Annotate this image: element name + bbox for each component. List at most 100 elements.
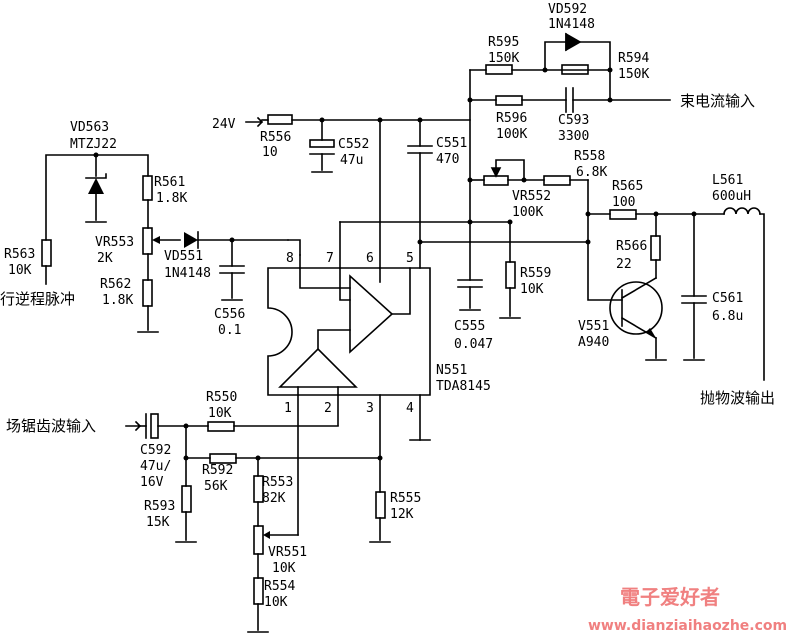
- r556: [267, 114, 293, 125]
- r562-value: 1.8K: [102, 293, 133, 308]
- c593-ref: C593: [558, 113, 589, 128]
- vd551-value: 1N4148: [164, 266, 211, 281]
- v24-label: 24V: [212, 117, 236, 132]
- sawtooth-input-label: 场锯齿波输入: [6, 417, 96, 435]
- l561: [723, 207, 761, 215]
- r595: [485, 64, 513, 75]
- r595-ref: R595: [488, 35, 519, 50]
- r561-ref: R561: [154, 175, 185, 190]
- r555: [375, 491, 386, 519]
- pin-6-label: 6: [366, 251, 374, 266]
- n551-value: TDA8145: [436, 379, 491, 394]
- r596-ref: R596: [496, 111, 527, 126]
- c556-value: 0.1: [218, 323, 241, 338]
- r554: [253, 577, 264, 605]
- r566-value: 22: [616, 257, 632, 272]
- output-stage: R565 100 R566 22 V551 A940 C561 6.8u L56…: [578, 173, 775, 407]
- opamp-upper: [349, 274, 394, 354]
- r594-value: 150K: [618, 67, 649, 82]
- parabola-output-label: 抛物波输出: [700, 389, 775, 407]
- r550-value: 10K: [208, 406, 232, 421]
- c551-ref: C551: [436, 136, 467, 151]
- vd563-value: MTZJ22: [70, 137, 117, 152]
- r559: [505, 261, 516, 289]
- watermark-url: www.dianziaihaozhe.com: [588, 618, 787, 634]
- vr551-value: 10K: [272, 561, 296, 576]
- r559-value: 10K: [520, 282, 544, 297]
- r550: [207, 421, 235, 432]
- l561-value: 600uH: [712, 189, 751, 204]
- vr552-ref: VR552: [512, 189, 551, 204]
- vr551: [253, 525, 264, 555]
- c592-voltage: 16V: [140, 475, 164, 490]
- r565-ref: R565: [612, 179, 643, 194]
- r561: [142, 175, 153, 201]
- v551-ref: V551: [578, 319, 609, 334]
- c561-value: 6.8u: [712, 309, 743, 324]
- c552: [309, 139, 335, 148]
- c552-value: 47u: [340, 153, 363, 168]
- watermark: 電子爱好者 www.dianziaihaozhe.com: [588, 585, 787, 634]
- c593-value: 3300: [558, 129, 589, 144]
- vd592-value: 1N4148: [548, 17, 595, 32]
- r566-ref: R566: [616, 239, 647, 254]
- r558-value: 6.8K: [576, 165, 607, 180]
- pin-5-label: 5: [406, 251, 414, 266]
- c561-ref: C561: [712, 291, 743, 306]
- sawtooth-input-network: 场锯齿波输入 R550 10K C592 47u/ 16V R593 15K R…: [6, 390, 421, 633]
- r554-value: 10K: [264, 595, 288, 610]
- vr552-value: 100K: [512, 205, 543, 220]
- r563: [41, 239, 52, 267]
- r559-ref: R559: [520, 266, 551, 281]
- vr553-value: 2K: [97, 251, 113, 266]
- r596-value: 100K: [496, 127, 527, 142]
- r553-value: 82K: [262, 491, 286, 506]
- beam-current-input-label: 束电流输入: [680, 92, 755, 110]
- r563-value: 10K: [8, 263, 32, 278]
- n551-ref: N551: [436, 363, 467, 378]
- pin-3-label: 3: [366, 401, 374, 416]
- l561-ref: L561: [712, 173, 743, 188]
- supply-24v: 24V R556 10 C552 47u C551 470: [212, 114, 471, 243]
- r594: [561, 64, 589, 75]
- c555-value: 0.047: [454, 337, 493, 352]
- feedback-network: R595 150K VD592 1N4148 R594 150K R596 10…: [467, 2, 755, 301]
- r554-ref: R554: [264, 579, 295, 594]
- vd563-ref: VD563: [70, 120, 109, 135]
- c592-value: 47u/: [140, 459, 171, 474]
- v551: [609, 281, 663, 335]
- pin-2-label: 2: [324, 401, 332, 416]
- vd592-ref: VD592: [548, 2, 587, 17]
- r592: [209, 453, 237, 464]
- r558: [543, 175, 571, 186]
- r565: [609, 209, 637, 220]
- watermark-brand: 電子爱好者: [620, 585, 720, 609]
- r592-value: 56K: [204, 479, 228, 494]
- r561-value: 1.8K: [156, 191, 187, 206]
- c592-ref: C592: [140, 443, 171, 458]
- r595-value: 150K: [488, 51, 519, 66]
- c556-ref: C556: [214, 307, 245, 322]
- r558-ref: R558: [574, 149, 605, 164]
- h-flyback-pulse-label: 行逆程脉冲: [0, 290, 75, 308]
- r563-ref: R563: [4, 247, 35, 262]
- r553-ref: R553: [262, 475, 293, 490]
- r556-value: 10: [262, 145, 278, 160]
- r562: [142, 279, 153, 307]
- r555-value: 12K: [390, 507, 414, 522]
- opamp-lower: [278, 347, 358, 388]
- r593-value: 15K: [146, 515, 170, 530]
- vr551-ref: VR551: [268, 545, 307, 560]
- v551-value: A940: [578, 335, 609, 350]
- vd551-ref: VD551: [164, 249, 203, 264]
- r593: [181, 485, 192, 513]
- pin-1-label: 1: [284, 401, 292, 416]
- c592: [150, 413, 159, 439]
- pin7-network: C555 0.047 R559 10K: [339, 219, 591, 352]
- c555-ref: C555: [454, 319, 485, 334]
- pin-7-label: 7: [326, 251, 334, 266]
- r594-ref: R594: [618, 51, 649, 66]
- r550-ref: R550: [206, 390, 237, 405]
- r565-value: 100: [612, 195, 635, 210]
